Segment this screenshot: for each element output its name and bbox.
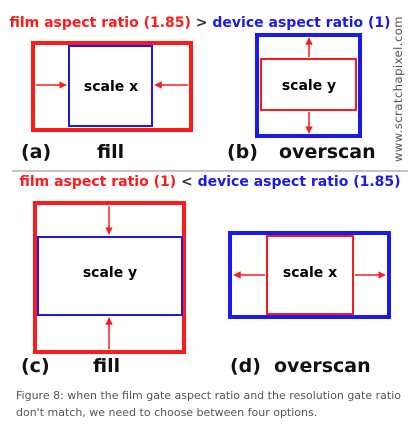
panel-d-film-gate (266, 235, 354, 315)
top-header-film: film aspect ratio (1.85) (9, 15, 190, 31)
bottom-header-film: film aspect ratio (1) (19, 174, 176, 190)
panel-d-mode: overscan (274, 355, 371, 377)
panel-c-mode: fill (93, 355, 120, 377)
panel-d: scale x (228, 231, 391, 319)
bottom-header-operator: < (181, 174, 198, 190)
panel-c-device-gate (37, 236, 183, 316)
panel-b-letter: (b) (227, 141, 258, 163)
top-header: film aspect ratio (1.85) > device aspect… (9, 15, 390, 31)
panel-a-film-gate (31, 41, 193, 132)
panel-b-inner-label: scale y (282, 78, 336, 94)
panel-c-inner-label: scale y (83, 265, 137, 281)
top-header-operator: > (196, 15, 213, 31)
panel-a-mode: fill (97, 141, 124, 163)
panel-d-letter: (d) (230, 355, 261, 377)
panel-d-device-gate (228, 231, 391, 319)
bottom-header-device: device aspect ratio (1.85) (198, 174, 401, 190)
panel-a: scale x (31, 41, 193, 132)
panel-b: scale y (255, 33, 362, 138)
top-header-device: device aspect ratio (1) (212, 15, 390, 31)
panel-a-inner-label: scale x (84, 79, 138, 95)
panel-a-device-gate (68, 45, 153, 127)
panel-c-film-gate (33, 201, 186, 354)
panel-d-inner-label: scale x (283, 265, 337, 281)
panel-a-letter: (a) (21, 141, 51, 163)
panel-b-mode: overscan (279, 141, 376, 163)
panel-c-letter: (c) (21, 355, 50, 377)
panel-b-device-gate (255, 33, 362, 138)
bottom-header: film aspect ratio (1) < device aspect ra… (19, 174, 400, 190)
panel-b-film-gate (260, 58, 357, 111)
watermark: www.scratchapixel.com (391, 16, 405, 162)
figure-caption: Figure 8: when the film gate aspect rati… (16, 389, 401, 419)
panel-c: scale y (33, 201, 186, 354)
